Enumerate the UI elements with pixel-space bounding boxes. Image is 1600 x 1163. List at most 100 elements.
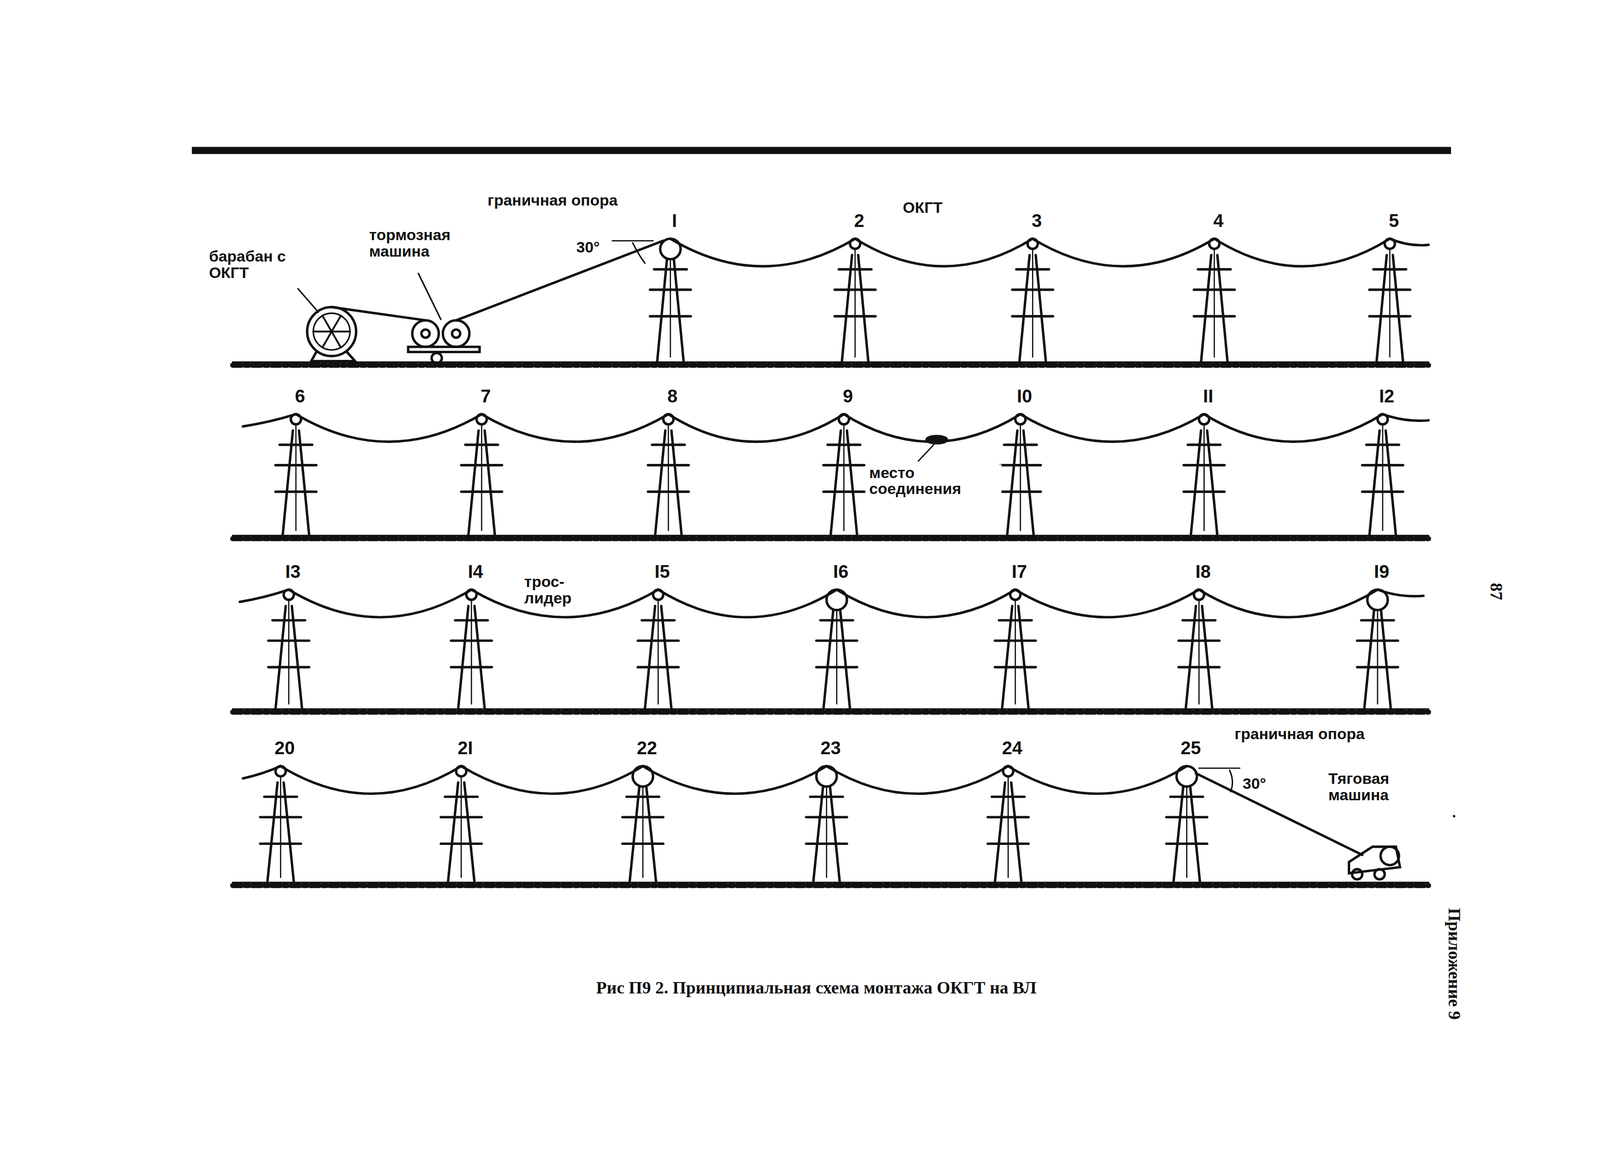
drawing-stroke <box>622 815 664 819</box>
tower <box>647 414 689 536</box>
drawing-stroke <box>805 842 847 846</box>
drawing-stroke <box>999 619 1033 622</box>
drum-stand <box>311 351 356 362</box>
tower <box>622 766 664 883</box>
drum-spoke <box>313 330 332 333</box>
tower <box>995 589 1037 710</box>
drawing-stroke <box>1377 599 1379 704</box>
towers-and-cables <box>232 238 1455 886</box>
drawing-stroke <box>816 665 858 669</box>
drawing-stroke <box>1362 464 1404 467</box>
drawing-stroke <box>1385 430 1396 537</box>
drawing-stroke <box>841 255 852 363</box>
drawing-stroke <box>637 665 679 669</box>
cable <box>668 414 844 442</box>
tower-number: 3 <box>1030 211 1043 231</box>
cable <box>242 414 296 427</box>
cable <box>481 414 669 442</box>
drawing-stroke <box>1182 619 1216 622</box>
drawing-stroke <box>450 665 492 669</box>
brake-wheel <box>421 329 430 338</box>
figure-caption: Рис П9 2. Принципиальная схема монтажа О… <box>596 977 1037 998</box>
drawing-stroke <box>667 424 670 531</box>
page-number: 87 <box>1486 581 1506 603</box>
drawing-stroke <box>1183 490 1225 493</box>
drawing-stroke <box>651 443 685 446</box>
drawing-stroke <box>987 842 1029 846</box>
drawing-stroke <box>622 842 664 846</box>
drawing-stroke <box>846 430 857 537</box>
drawing-stroke <box>484 430 495 537</box>
drawing-stroke <box>836 599 838 704</box>
drawing-stroke <box>1178 639 1220 642</box>
top-bar <box>191 146 1451 155</box>
drawing-stroke <box>279 443 313 446</box>
tower-number: I0 <box>1015 386 1034 406</box>
cable-drum <box>313 313 351 351</box>
tower <box>987 766 1029 883</box>
tower-number: II <box>1201 386 1215 406</box>
tower-number: 2 <box>852 211 866 231</box>
cable <box>1382 414 1429 421</box>
drawing-stroke <box>823 490 865 493</box>
tower <box>816 589 858 710</box>
drawing-stroke <box>1000 464 1042 467</box>
tower <box>823 414 865 536</box>
tower-number: 7 <box>479 386 492 406</box>
tower <box>1183 414 1225 536</box>
drawing-stroke <box>1183 464 1225 467</box>
drawing-stroke <box>1203 424 1205 531</box>
cable <box>1015 589 1199 618</box>
tower-number: I8 <box>1194 562 1213 582</box>
drawing-stroke <box>272 619 306 622</box>
part-label: барабан с ОКГТ <box>206 247 308 282</box>
drawing-stroke <box>987 815 1029 819</box>
drawing-stroke <box>1193 314 1235 318</box>
tower <box>275 414 317 536</box>
drawing-stroke <box>1166 842 1208 846</box>
drawing-stroke <box>834 314 876 318</box>
tower-number: 25 <box>1179 738 1203 758</box>
ground-line <box>232 882 1429 884</box>
drawing-stroke <box>1366 443 1399 446</box>
tower-number: I2 <box>1377 386 1396 406</box>
drawing-stroke <box>641 619 675 622</box>
leader-line <box>918 444 935 462</box>
tower <box>1012 238 1054 363</box>
drawing-stroke <box>650 288 692 291</box>
tower-number: 8 <box>665 386 679 406</box>
appendix-label: Приложение 9 <box>1444 906 1464 1022</box>
drawing-stroke <box>461 490 503 493</box>
cable <box>855 238 1033 267</box>
drawing-stroke <box>1012 288 1054 291</box>
tower <box>461 414 503 536</box>
drawing-stroke <box>655 430 666 537</box>
drawing-stroke <box>440 815 482 819</box>
drawing-stroke <box>823 464 865 467</box>
cable <box>1389 238 1429 246</box>
cable <box>1198 589 1378 618</box>
tower-number: 20 <box>273 738 297 758</box>
cable <box>1032 238 1214 267</box>
cable <box>1008 766 1188 794</box>
tower <box>805 766 847 883</box>
tower-number: 24 <box>1000 738 1024 758</box>
cable <box>239 589 289 603</box>
cable <box>836 589 1016 618</box>
tower-number: 4 <box>1212 211 1225 231</box>
ground-hatch <box>232 362 1429 368</box>
tower-number: 23 <box>819 738 843 758</box>
drawing-stroke <box>275 464 317 467</box>
brake-wheel <box>431 353 442 364</box>
drawing-stroke <box>1217 255 1228 363</box>
drawing-stroke <box>260 815 302 819</box>
part-label: трос-лидер <box>522 573 606 607</box>
drawing-stroke <box>460 776 462 878</box>
drawing-stroke <box>1373 268 1407 271</box>
drawing-stroke <box>480 424 483 531</box>
cable <box>658 589 837 618</box>
ground-hatch <box>232 883 1429 889</box>
drawing-stroke <box>854 248 857 357</box>
tower-number: 6 <box>293 386 307 406</box>
drawing-stroke <box>1198 599 1200 704</box>
